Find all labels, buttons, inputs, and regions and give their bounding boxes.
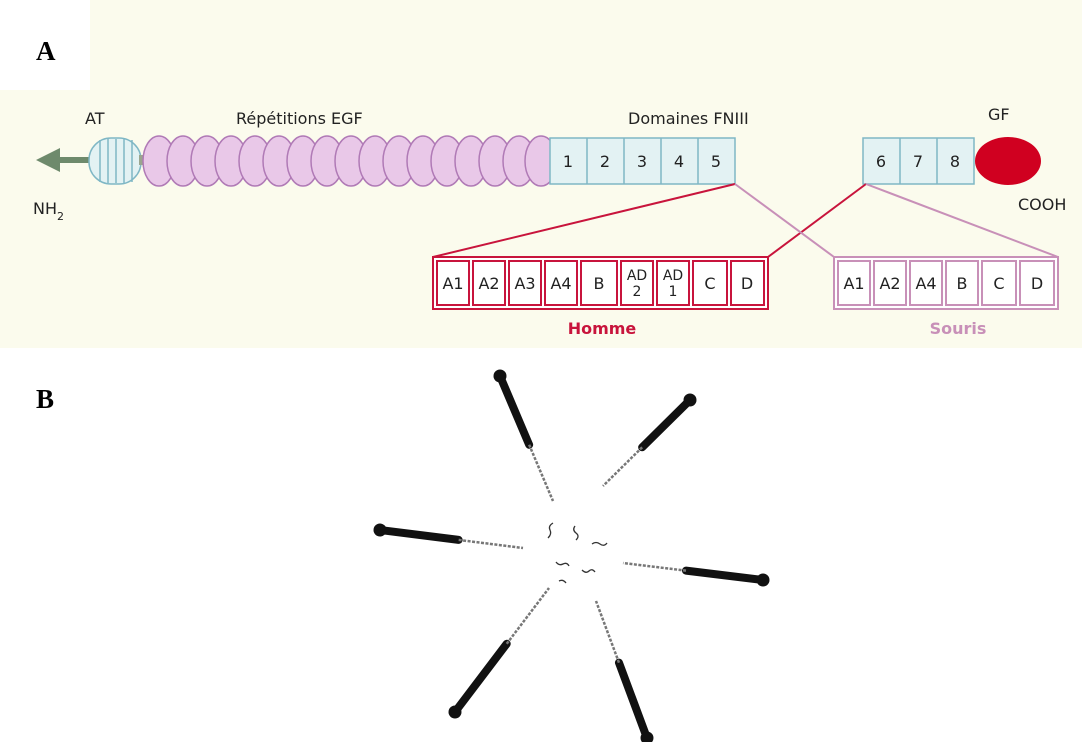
arm-thick-segment	[614, 658, 651, 742]
panel-a-letter-box	[0, 0, 90, 90]
at-coil-icon	[88, 137, 142, 185]
arm-thick-segment	[376, 526, 463, 544]
arm-thin-segment	[505, 587, 550, 645]
mouse-label: Souris	[930, 319, 987, 338]
nh2-arrow-icon	[36, 148, 95, 172]
arm-thin-segment	[458, 538, 524, 550]
mouse-domain-c: C	[993, 274, 1004, 293]
center-squiggle	[547, 522, 554, 539]
fn-domain-5: 5	[711, 152, 721, 171]
arm-thick-segment	[451, 639, 511, 716]
mouse-domain-b: B	[957, 274, 968, 293]
hexabrachion-arms	[373, 369, 770, 742]
egf-label: Répétitions EGF	[236, 109, 363, 128]
fn-domain-3: 3	[637, 152, 647, 171]
panel-a-letter: A	[36, 36, 56, 66]
human-domain-d: D	[741, 274, 753, 293]
human-label: Homme	[568, 319, 637, 338]
center-squiggle	[581, 569, 596, 573]
arm-thin-segment	[602, 446, 644, 487]
human-domain-a4: A4	[550, 274, 571, 293]
human-domain-a1: A1	[442, 274, 463, 293]
egf-repeats	[142, 135, 558, 187]
mouse-domain-a2: A2	[879, 274, 900, 293]
mouse-domain-a4: A4	[915, 274, 936, 293]
human-domain-b: B	[594, 274, 605, 293]
mouse-connectors	[734, 183, 1059, 258]
fn-domains-left: 1 2 3 4 5	[549, 137, 736, 185]
mouse-domains: A1 A2 A4 B C D	[833, 256, 1059, 310]
fn-domain-2: 2	[600, 152, 610, 171]
center-squiggle	[591, 541, 608, 546]
mouse-domain-a1: A1	[843, 274, 864, 293]
fn-domain-6: 6	[876, 152, 886, 171]
human-domain-c: C	[704, 274, 715, 293]
arm-thin-segment	[594, 600, 621, 664]
hexabrachion-drawing	[373, 369, 770, 742]
fn-label: Domaines FNIII	[628, 109, 749, 128]
arm-thick-segment	[496, 372, 534, 449]
gf-label: GF	[988, 105, 1010, 124]
gf-globe-icon	[975, 137, 1041, 185]
center-squiggle	[558, 579, 567, 584]
arm-knob	[683, 393, 697, 407]
arm-thick-segment	[638, 396, 694, 452]
mouse-domain-d: D	[1031, 274, 1043, 293]
tenascin-domain-diagram: AT Répétitions EGF Domaines FNIII GF COO…	[33, 105, 1066, 338]
fn-domain-1: 1	[563, 152, 573, 171]
arm-knob	[640, 731, 654, 742]
human-connectors	[432, 183, 867, 258]
center-squiggle	[573, 525, 579, 541]
fn-domains-right: 6 7 8	[862, 137, 975, 185]
panel-b-letter: B	[36, 384, 55, 414]
arm-knob	[756, 573, 770, 587]
nh2-label: NH2	[33, 199, 64, 223]
cooh-label: COOH	[1018, 195, 1066, 214]
human-domain-a3: A3	[514, 274, 535, 293]
arm-thin-segment	[622, 561, 687, 572]
arm-knob	[493, 369, 507, 383]
human-domain-a2: A2	[478, 274, 499, 293]
at-label: AT	[85, 109, 105, 128]
arm-knob	[448, 705, 462, 719]
arm-thick-segment	[682, 566, 767, 584]
arm-knob	[373, 523, 387, 537]
fn-domain-7: 7	[913, 152, 923, 171]
center-squiggle	[555, 561, 570, 567]
fn-domain-4: 4	[674, 152, 684, 171]
arm-thin-segment	[527, 444, 555, 502]
fn-domain-8: 8	[950, 152, 960, 171]
